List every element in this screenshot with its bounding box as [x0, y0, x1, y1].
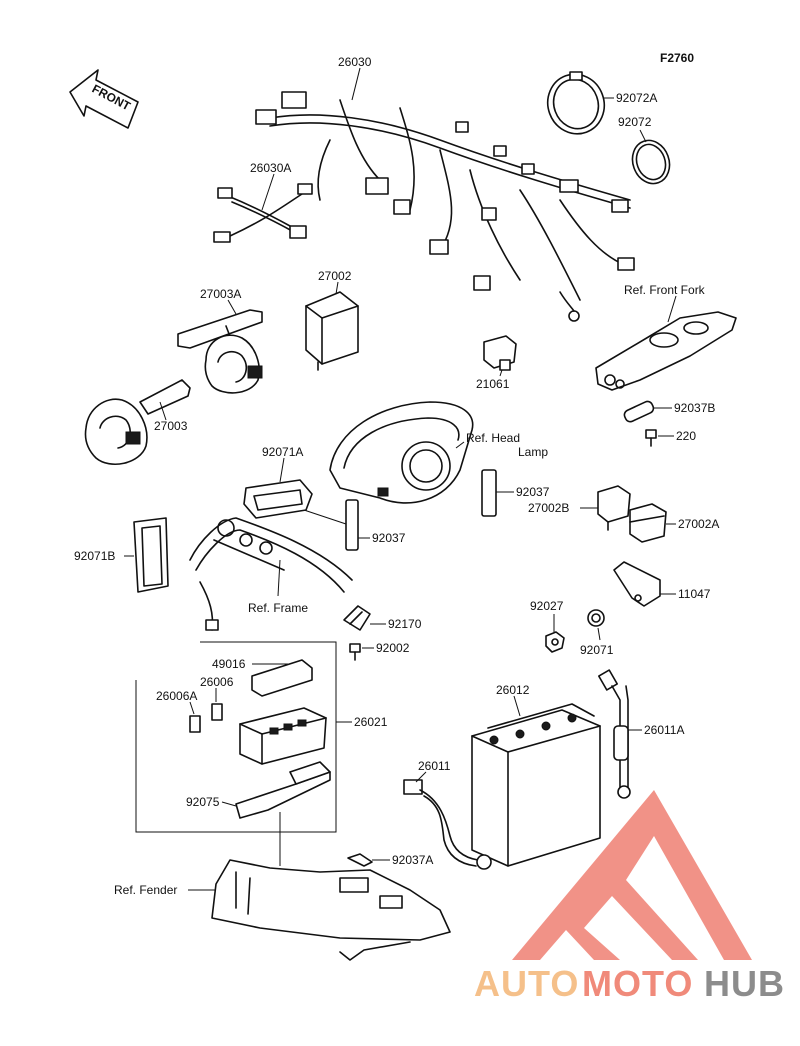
- fuse-box: [239, 707, 327, 765]
- battery-26012: [471, 703, 601, 867]
- watermark-hub: HUB: [704, 963, 785, 1004]
- part-92037B: [623, 400, 655, 423]
- label-26012: 26012: [496, 683, 530, 697]
- bolt-220-icon: [645, 429, 657, 447]
- label-92037A: 92037A: [392, 853, 433, 867]
- label-27002B: 27002B: [528, 501, 569, 515]
- group-bracket-26021: [135, 641, 337, 833]
- fuse-26006A: [189, 715, 201, 733]
- band-92072: [631, 139, 671, 185]
- relay-27002A: [629, 503, 667, 543]
- relay-27002B: [597, 485, 631, 531]
- label-49016: 49016: [212, 657, 246, 671]
- band-92072A: [546, 71, 606, 135]
- label-92002: 92002: [376, 641, 410, 655]
- main-wiring-harness: [255, 91, 635, 322]
- label-92071A: 92071A: [262, 445, 303, 459]
- ref-frame: Ref. Frame: [248, 601, 308, 615]
- label-92071: 92071: [580, 643, 614, 657]
- cover-49016: [251, 659, 313, 697]
- cable-26011A: [598, 669, 631, 799]
- horn-bracket-27003: [139, 379, 191, 415]
- front-fork-bracket: [595, 311, 737, 391]
- label-220: 220: [676, 429, 696, 443]
- front-arrow-icon: FRONT: [69, 69, 139, 129]
- label-26011A: 26011A: [644, 723, 684, 737]
- strip-92037-right: [481, 469, 497, 517]
- watermark-auto: AUTO: [474, 963, 579, 1004]
- ref-head-lamp-line2: Lamp: [518, 445, 548, 459]
- part-21061: [483, 335, 517, 371]
- label-27003A: 27003A: [200, 287, 241, 301]
- label-92071B: 92071B: [74, 549, 115, 563]
- relay-27002: [305, 291, 359, 371]
- watermark-moto: MOTO: [582, 963, 693, 1004]
- cable-26011: [403, 779, 492, 870]
- watermark-triangle-icon: [512, 790, 752, 960]
- label-27003: 27003: [154, 419, 188, 433]
- label-92027: 92027: [530, 599, 564, 613]
- horn-upper: [204, 334, 263, 394]
- label-27002: 27002: [318, 269, 352, 283]
- label-92072A: 92072A: [616, 91, 657, 105]
- cover-92071A: [243, 479, 313, 519]
- frame-reference: [189, 517, 353, 631]
- strap-92037A: [347, 853, 373, 867]
- fuse-26006: [211, 703, 223, 721]
- label-92037-center: 92037: [372, 531, 406, 545]
- figure-code: F2760: [660, 51, 694, 65]
- ref-head-lamp-line1: Ref. Head: [466, 431, 520, 445]
- horn-lower: [84, 398, 148, 466]
- ref-front-fork: Ref. Front Fork: [624, 283, 706, 297]
- label-26006: 26006: [200, 675, 234, 689]
- label-27002A: 27002A: [678, 517, 719, 531]
- strip-92037-center: [345, 499, 359, 551]
- label-26030: 26030: [338, 55, 372, 69]
- sub-wiring-harness: [213, 183, 313, 243]
- label-26011: 26011: [418, 759, 451, 773]
- cover-92071B: [133, 517, 169, 593]
- label-92072: 92072: [618, 115, 652, 129]
- head-lamp-housing: [329, 401, 474, 504]
- cover-92075: [235, 761, 331, 819]
- bracket-11047: [613, 561, 661, 607]
- label-92075: 92075: [186, 795, 220, 809]
- watermark-logo: AUTO MOTO HUB: [474, 790, 785, 1004]
- label-26021: 26021: [354, 715, 388, 729]
- label-21061: 21061: [476, 377, 510, 391]
- label-92170: 92170: [388, 617, 422, 631]
- screw-92002-icon: [349, 643, 361, 661]
- label-26030A: 26030A: [250, 161, 291, 175]
- nut-92071-icon: [587, 609, 605, 627]
- ref-fender: Ref. Fender: [114, 883, 177, 897]
- label-11047: 11047: [678, 587, 711, 601]
- rear-fender: [211, 859, 451, 961]
- label-92037B: 92037B: [674, 401, 715, 415]
- clamp-92170: [343, 605, 371, 631]
- nut-92027-icon: [545, 631, 565, 653]
- label-92037-right: 92037: [516, 485, 550, 499]
- label-26006A: 26006A: [156, 689, 197, 703]
